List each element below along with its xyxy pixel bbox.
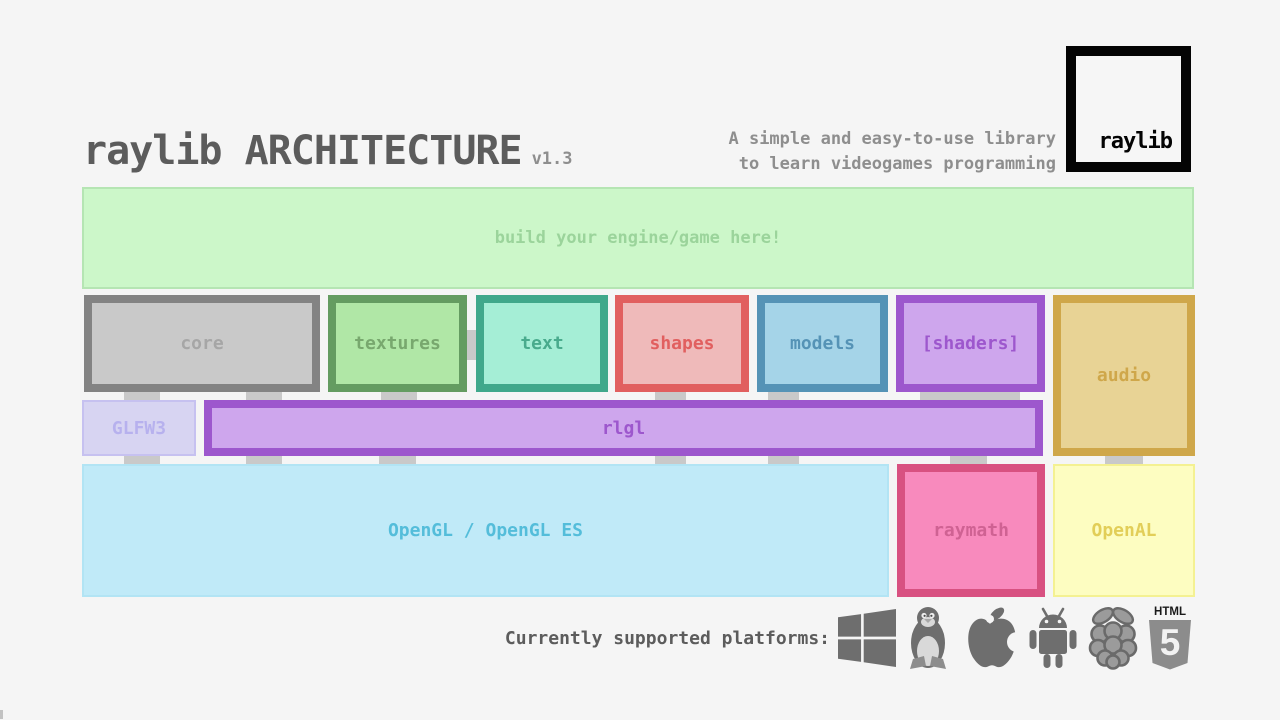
module-text-label: text — [520, 333, 564, 354]
layer-glfw3-label: GLFW3 — [111, 417, 167, 439]
module-core-label: core — [180, 333, 224, 354]
module-shapes-label: shapes — [649, 333, 715, 354]
layer-raymath-label: raymath — [933, 520, 1009, 541]
layer-rlgl: rlgl — [204, 400, 1043, 456]
connector-audio-openal — [1105, 456, 1143, 464]
tagline: A simple and easy-to-use library to lear… — [728, 127, 1056, 177]
module-models: models — [757, 295, 888, 392]
tagline-line-2: to learn videogames programming — [738, 154, 1056, 174]
connector-glfw3-opengl — [124, 456, 160, 464]
connector-rlgl-opengl-2 — [379, 456, 416, 464]
connector-shapes-rlgl — [655, 392, 686, 400]
module-shapes: shapes — [615, 295, 749, 392]
layer-rlgl-label: rlgl — [601, 417, 646, 439]
layer-raymath: raymath — [897, 464, 1045, 597]
layer-openal: OpenAL — [1053, 464, 1195, 597]
layer-glfw3: GLFW3 — [82, 400, 196, 456]
module-audio: audio — [1053, 295, 1195, 456]
engine-game-box: build your engine/game here! — [82, 187, 1194, 289]
connector-rlgl-opengl-4 — [768, 456, 799, 464]
windows-icon — [838, 609, 896, 667]
android-icon — [1027, 607, 1079, 669]
module-core: core — [84, 295, 320, 392]
connector-shaders-rlgl — [920, 392, 1020, 400]
title-text: raylib ARCHITECTURE — [83, 128, 523, 174]
raylib-logo: raylib — [1066, 46, 1191, 172]
version-label: v1.3 — [531, 149, 573, 169]
layer-opengl-label: OpenGL / OpenGL ES — [387, 520, 584, 541]
platforms-label: Currently supported platforms: — [504, 628, 830, 649]
module-textures-label: textures — [354, 333, 441, 354]
layer-opengl: OpenGL / OpenGL ES — [82, 464, 889, 597]
module-textures: textures — [328, 295, 467, 392]
connector-textures-rlgl — [381, 392, 417, 400]
module-shaders-label: [shaders] — [921, 333, 1020, 354]
connector-models-rlgl — [768, 392, 799, 400]
raspberry-pi-icon — [1086, 606, 1140, 670]
connector-textures-text — [465, 330, 477, 360]
module-shaders: [shaders] — [896, 295, 1045, 392]
linux-tux-icon — [903, 605, 953, 671]
platform-icons-row: HTML 5 — [838, 604, 1193, 672]
tagline-line-1: A simple and easy-to-use library — [728, 129, 1056, 149]
html5-number: 5 — [1160, 622, 1181, 663]
connector-rlgl-opengl-3 — [655, 456, 686, 464]
connector-core-rlgl — [246, 392, 282, 400]
layer-openal-label: OpenAL — [1091, 520, 1157, 541]
screen-edge-artifact — [0, 710, 3, 719]
apple-icon — [960, 606, 1020, 670]
module-models-label: models — [789, 333, 856, 354]
engine-game-label: build your engine/game here! — [494, 228, 782, 248]
html5-icon: HTML 5 — [1147, 605, 1193, 671]
connector-rlgl-opengl-1 — [246, 456, 282, 464]
page-title: raylib ARCHITECTURE v1.3 — [83, 128, 573, 174]
module-text: text — [476, 295, 608, 392]
connector-core-glfw3 — [124, 392, 160, 400]
connector-rlgl-raymath — [950, 456, 987, 464]
raylib-logo-text: raylib — [1098, 129, 1173, 154]
module-audio-label: audio — [1096, 365, 1152, 386]
html5-word: HTML — [1154, 606, 1186, 618]
